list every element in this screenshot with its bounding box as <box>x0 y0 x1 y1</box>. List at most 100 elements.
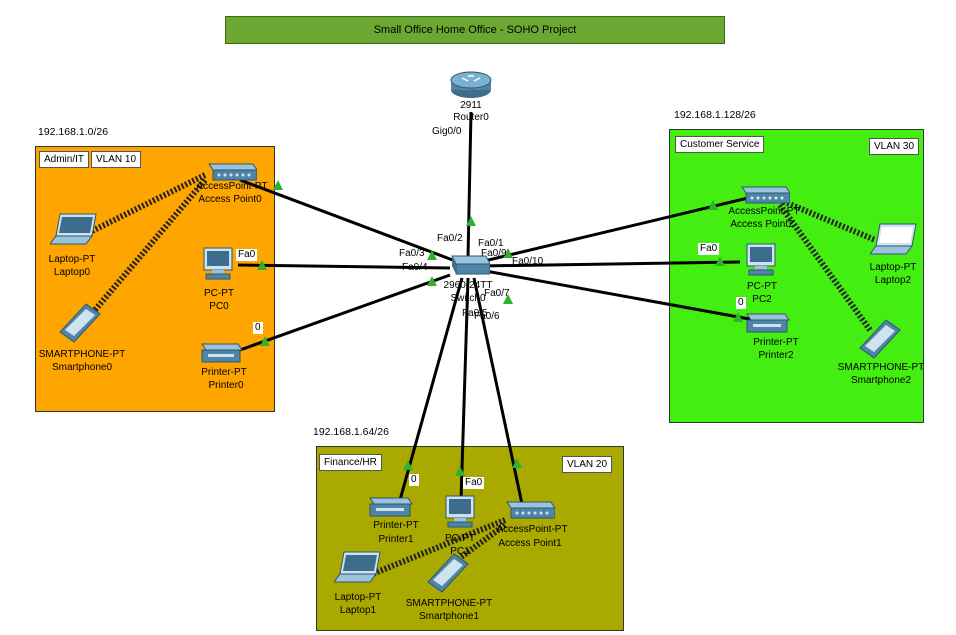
printer2-name-label: Printer2 <box>758 350 794 361</box>
port-indicator-ap1 <box>512 458 522 468</box>
laptop2-model-label: Laptop-PT <box>869 262 917 273</box>
smartphone1-model-label: SMARTPHONE-PT <box>405 598 493 609</box>
printer1-name-label: Printer1 <box>378 534 414 545</box>
pc2-icon[interactable] <box>743 242 779 278</box>
port-indicator-printer0 <box>260 336 270 346</box>
link-switch-printer0 <box>239 273 451 352</box>
switch-name-label: Switch0 <box>450 293 486 304</box>
diagram-title: Small Office Home Office - SOHO Project <box>225 16 725 44</box>
pc0-name-label: PC0 <box>209 301 229 312</box>
port-label-gig00: Gig0/0 <box>432 126 462 138</box>
port-label-fa07: Fa0/7 <box>484 288 510 299</box>
laptop1-model-label: Laptop-PT <box>334 592 382 603</box>
link-switch-ap0 <box>239 178 459 264</box>
printer0-icon[interactable] <box>200 340 244 366</box>
link-switch-pc2 <box>479 260 741 268</box>
pc0-model-label: PC-PT <box>204 288 234 299</box>
subnet-label-finance: 192.168.1.64/26 <box>313 426 389 438</box>
port-label-printer0-0: 0 <box>253 322 263 334</box>
port-label-fa04: Fa0/4 <box>402 262 428 273</box>
laptop0-model-label: Laptop-PT <box>48 254 96 265</box>
port-indicator-pc0 <box>257 260 267 270</box>
port-label-fa05: Fa0/5 <box>462 308 488 319</box>
access-point1-model-label: AccessPoint-PT <box>496 524 568 535</box>
port-label-fa01: Fa0/1 <box>478 238 504 249</box>
port-label-pc2-fa0: Fa0 <box>698 243 720 255</box>
link-router-switch <box>466 111 473 259</box>
pc2-name-label: PC2 <box>752 294 772 305</box>
router-name-label: Router0 <box>453 112 489 123</box>
port-label-pc1-fa0: Fa0 <box>463 477 485 489</box>
port-label-fa03: Fa0/3 <box>399 248 425 259</box>
subnet-label-customer: 192.168.1.128/26 <box>674 109 756 121</box>
zone-name-finance: Finance/HR <box>319 454 382 471</box>
pc0-icon[interactable] <box>200 246 236 282</box>
access-point2-model-label: AccessPoint-PT <box>728 206 800 217</box>
access-point1-name-label: Access Point1 <box>498 538 562 549</box>
router-model-label: 2911 <box>460 100 482 111</box>
access-point1-icon[interactable] <box>503 500 555 520</box>
printer0-model-label: Printer-PT <box>201 367 247 378</box>
laptop0-icon[interactable] <box>50 212 98 248</box>
vlan-label-customer: VLAN 30 <box>869 138 920 155</box>
zone-customer: Customer Service VLAN 30 <box>669 129 924 423</box>
printer2-model-label: Printer-PT <box>753 337 799 348</box>
pc2-model-label: PC-PT <box>747 281 777 292</box>
port-label-fa09: Fa0/9 <box>481 248 507 259</box>
port-indicator-fa04 <box>427 276 437 286</box>
access-point0-icon[interactable] <box>205 162 257 182</box>
port-indicator-pc2 <box>715 256 725 266</box>
port-label-printer2-0: 0 <box>736 297 746 309</box>
smartphone1-icon[interactable] <box>424 552 470 594</box>
printer2-icon[interactable] <box>745 310 793 336</box>
switch-icon[interactable] <box>446 254 490 278</box>
laptop0-name-label: Laptop0 <box>53 267 91 278</box>
printer0-name-label: Printer0 <box>208 380 244 391</box>
port-label-pc0-fa0: Fa0 <box>236 249 258 261</box>
laptop1-name-label: Laptop1 <box>339 605 377 616</box>
pc1-icon[interactable] <box>442 494 478 530</box>
port-indicator-fa02 <box>466 216 476 226</box>
printer1-model-label: Printer-PT <box>373 520 419 531</box>
wireless-ap2-smartphone2 <box>777 203 873 332</box>
smartphone2-icon[interactable] <box>856 318 902 360</box>
smartphone2-model-label: SMARTPHONE-PT <box>837 362 925 373</box>
port-label-fa02: Fa0/2 <box>437 233 463 244</box>
zone-name-customer: Customer Service <box>675 136 765 153</box>
wireless-ap0-laptop0 <box>88 172 207 235</box>
access-point2-icon[interactable] <box>738 185 790 205</box>
wireless-ap0-smartphone0 <box>92 178 208 312</box>
smartphone0-model-label: SMARTPHONE-PT <box>38 349 126 360</box>
pc1-name-label: PC1 <box>450 546 470 557</box>
laptop1-icon[interactable] <box>334 550 382 586</box>
link-switch-pc0 <box>237 263 451 270</box>
access-point2-name-label: Access Point2 <box>730 219 794 230</box>
port-indicator-fa09 <box>503 248 513 258</box>
pc1-model-label: PC-PT <box>445 533 475 544</box>
subnet-label-admin: 192.168.1.0/26 <box>38 126 109 138</box>
port-indicator-pc1 <box>455 466 465 476</box>
wireless-ap2-laptop2 <box>778 197 877 243</box>
printer1-icon[interactable] <box>368 494 416 520</box>
smartphone2-name-label: Smartphone2 <box>850 375 912 386</box>
router-icon[interactable] <box>448 68 494 100</box>
zone-admin: Admin/IT VLAN 10 <box>35 146 275 412</box>
vlan-label-admin: VLAN 10 <box>91 151 142 168</box>
smartphone0-name-label: Smartphone0 <box>51 362 113 373</box>
port-indicator-printer2 <box>733 312 743 322</box>
link-switch-ap2 <box>479 196 749 264</box>
port-label-fa06: Fa0/6 <box>474 311 500 322</box>
zone-name-admin: Admin/IT <box>39 151 90 168</box>
port-indicator-ap2 <box>708 200 718 210</box>
laptop2-icon[interactable] <box>870 222 918 258</box>
port-label-printer1-0: 0 <box>409 474 419 486</box>
smartphone1-name-label: Smartphone1 <box>418 611 480 622</box>
port-indicator-fa03 <box>427 250 437 260</box>
access-point0-name-label: Access Point0 <box>198 194 262 205</box>
link-switch-printer1 <box>398 277 464 501</box>
switch-model-label: 2960-24TT <box>443 280 493 291</box>
wireless-ap1-laptop1 <box>368 517 507 578</box>
link-switch-pc1 <box>459 277 470 501</box>
smartphone0-icon[interactable] <box>56 302 102 344</box>
